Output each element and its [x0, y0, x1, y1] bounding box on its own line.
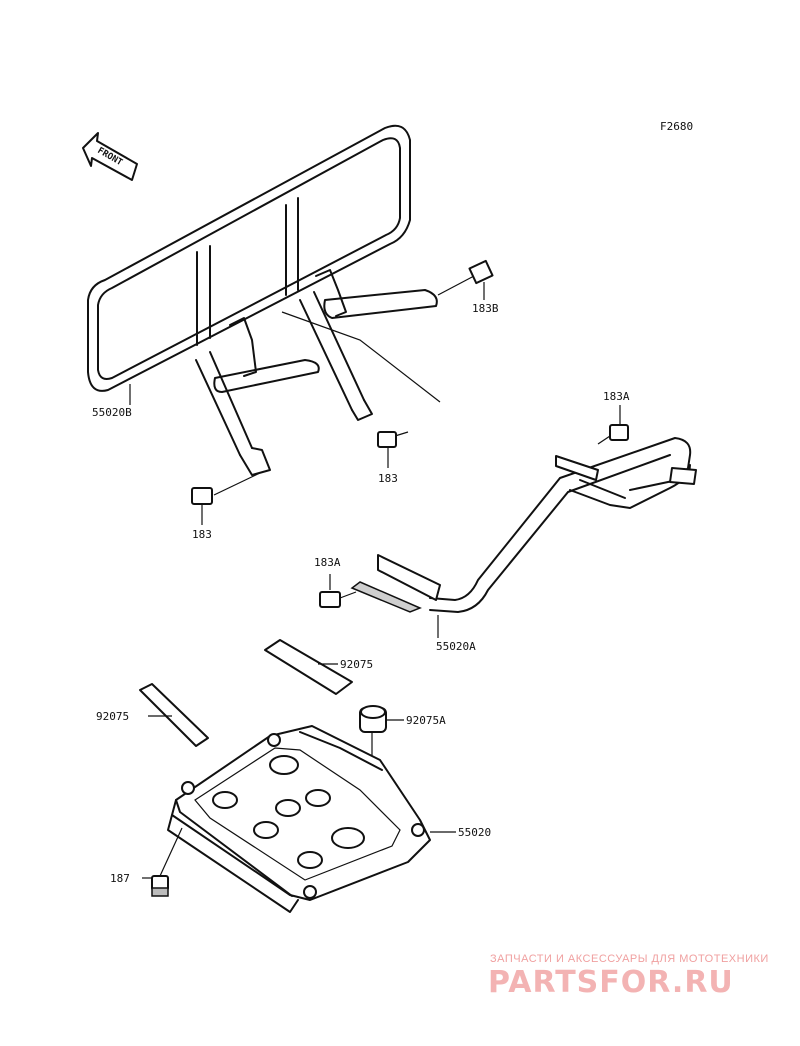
watermark-tagline: ЗАПЧАСТИ И АКСЕССУАРЫ ДЛЯ МОТОТЕХНИКИ	[490, 953, 769, 965]
label-183-center: 183	[378, 472, 398, 485]
label-92075A: 92075A	[406, 714, 446, 727]
front-guard-55020A	[350, 437, 697, 613]
figure-code: F2680	[660, 120, 693, 133]
bolt-183B-icon	[437, 259, 494, 300]
label-55020: 55020	[458, 826, 491, 839]
front-arrow-icon: FRONT	[82, 132, 138, 181]
label-183B: 183B	[472, 302, 499, 315]
label-92075-left: 92075	[96, 710, 129, 723]
pad-92075-top	[264, 639, 353, 695]
label-183A-mid: 183A	[314, 556, 341, 569]
pad-92075-left	[139, 683, 209, 747]
label-55020A: 55020A	[436, 640, 476, 653]
label-187: 187	[110, 872, 130, 885]
label-55020B: 55020B	[92, 406, 132, 419]
bolt-187-icon	[142, 827, 183, 897]
skid-plate-55020	[167, 725, 431, 913]
rear-carrier-55020B	[87, 124, 441, 476]
watermark-brand: PARTSFOR.RU	[488, 965, 734, 1000]
bolt-183-left-icon	[191, 471, 263, 525]
label-183A-top: 183A	[603, 390, 630, 403]
bolt-183-center-icon	[377, 431, 409, 468]
bolt-183A-mid-icon	[319, 574, 357, 608]
label-183-left: 183	[192, 528, 212, 541]
label-92075-top: 92075	[340, 658, 373, 671]
bolt-183A-top-icon	[597, 405, 629, 445]
